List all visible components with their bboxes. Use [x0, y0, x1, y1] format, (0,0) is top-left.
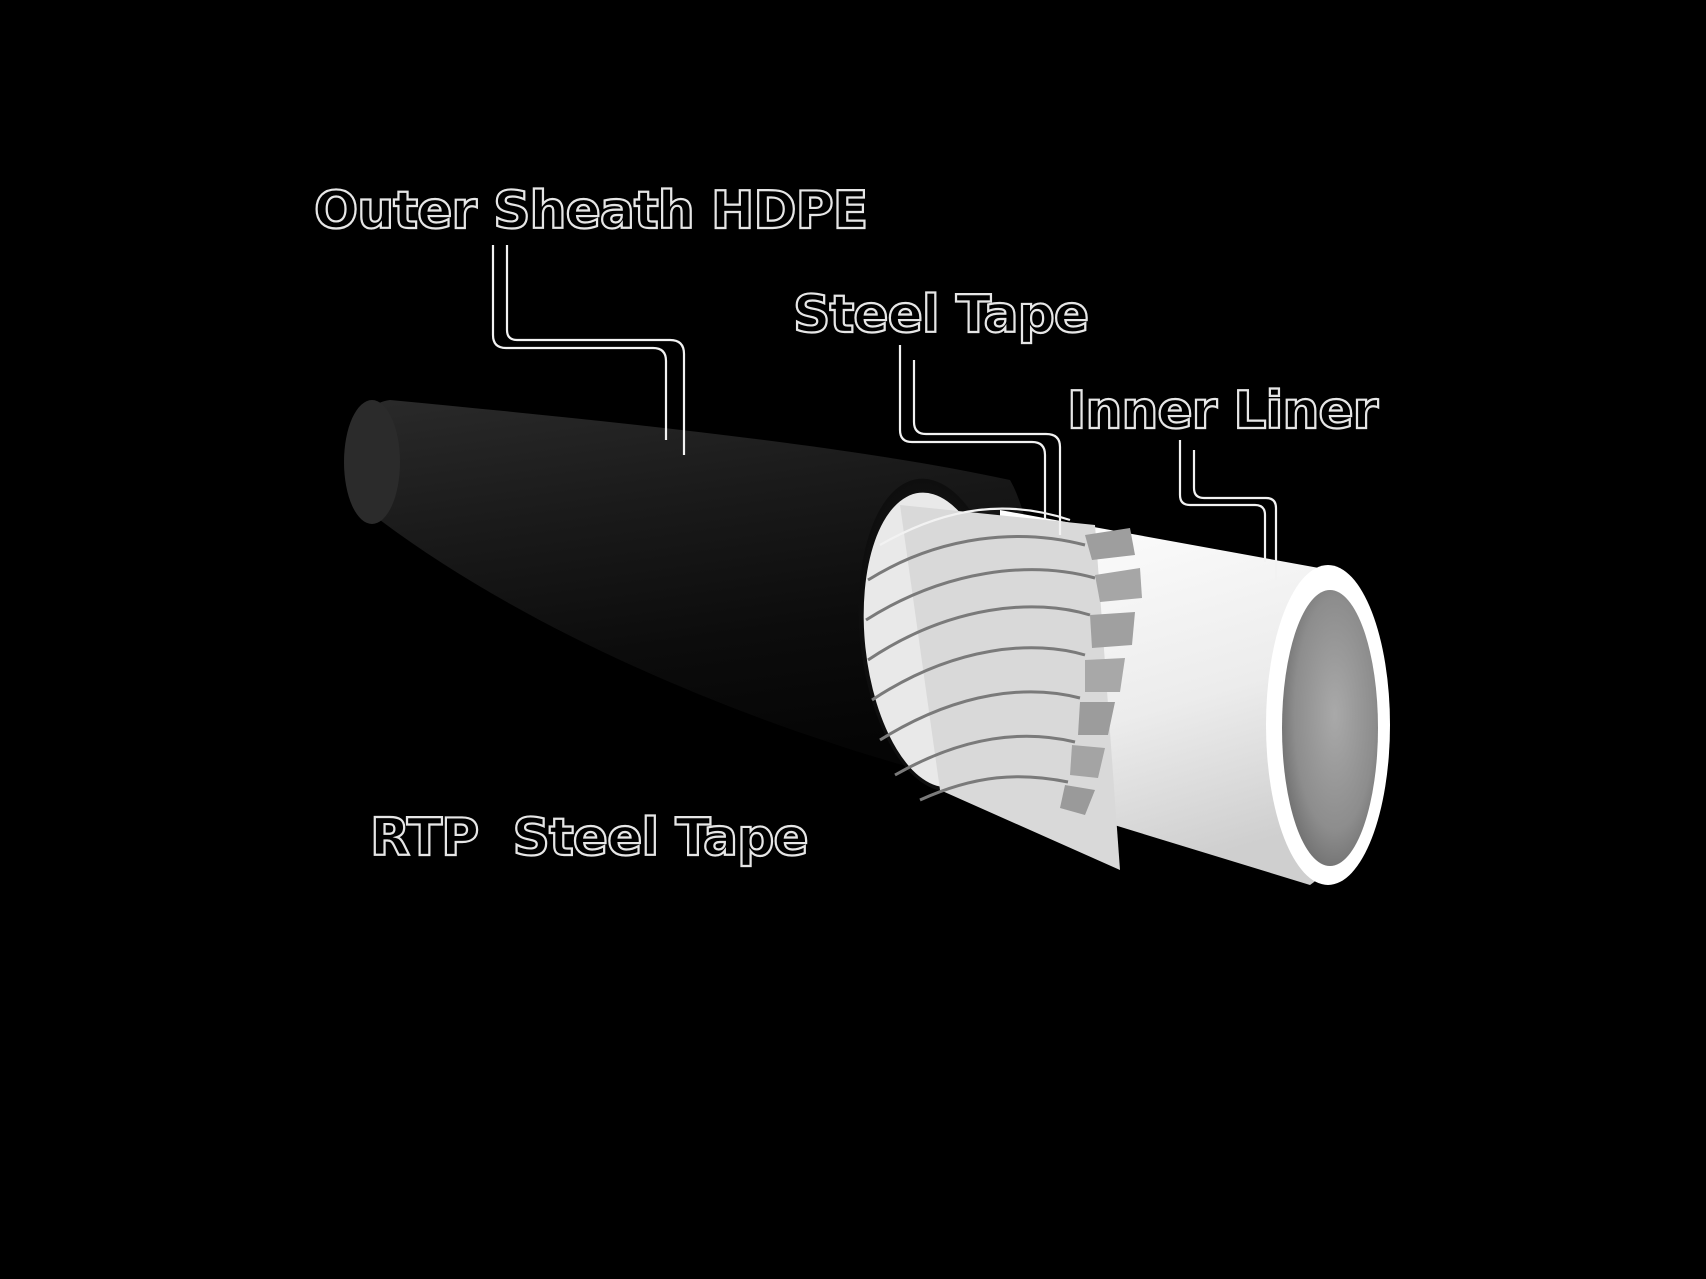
leader-steel-tape-2	[912, 360, 1062, 535]
label-inner-liner: Inner Liner	[1067, 381, 1379, 441]
callout-labels: Outer Sheath HDPE Steel Tape Inner Liner…	[313, 180, 1381, 869]
leader-inner-liner	[1178, 440, 1267, 562]
leader-outer-sheath	[491, 245, 668, 440]
callout-leaders	[491, 245, 1278, 580]
steel-tape-layer	[863, 492, 1142, 870]
leader-steel-tape	[898, 345, 1047, 520]
leader-outer-sheath-2	[505, 245, 686, 455]
caption-rtp-steel-tape: RTP Steel Tape	[370, 808, 808, 868]
leader-inner-liner-2	[1192, 450, 1278, 580]
label-outer-sheath: Outer Sheath HDPE	[314, 181, 867, 241]
label-steel-tape: Steel Tape	[793, 285, 1088, 345]
